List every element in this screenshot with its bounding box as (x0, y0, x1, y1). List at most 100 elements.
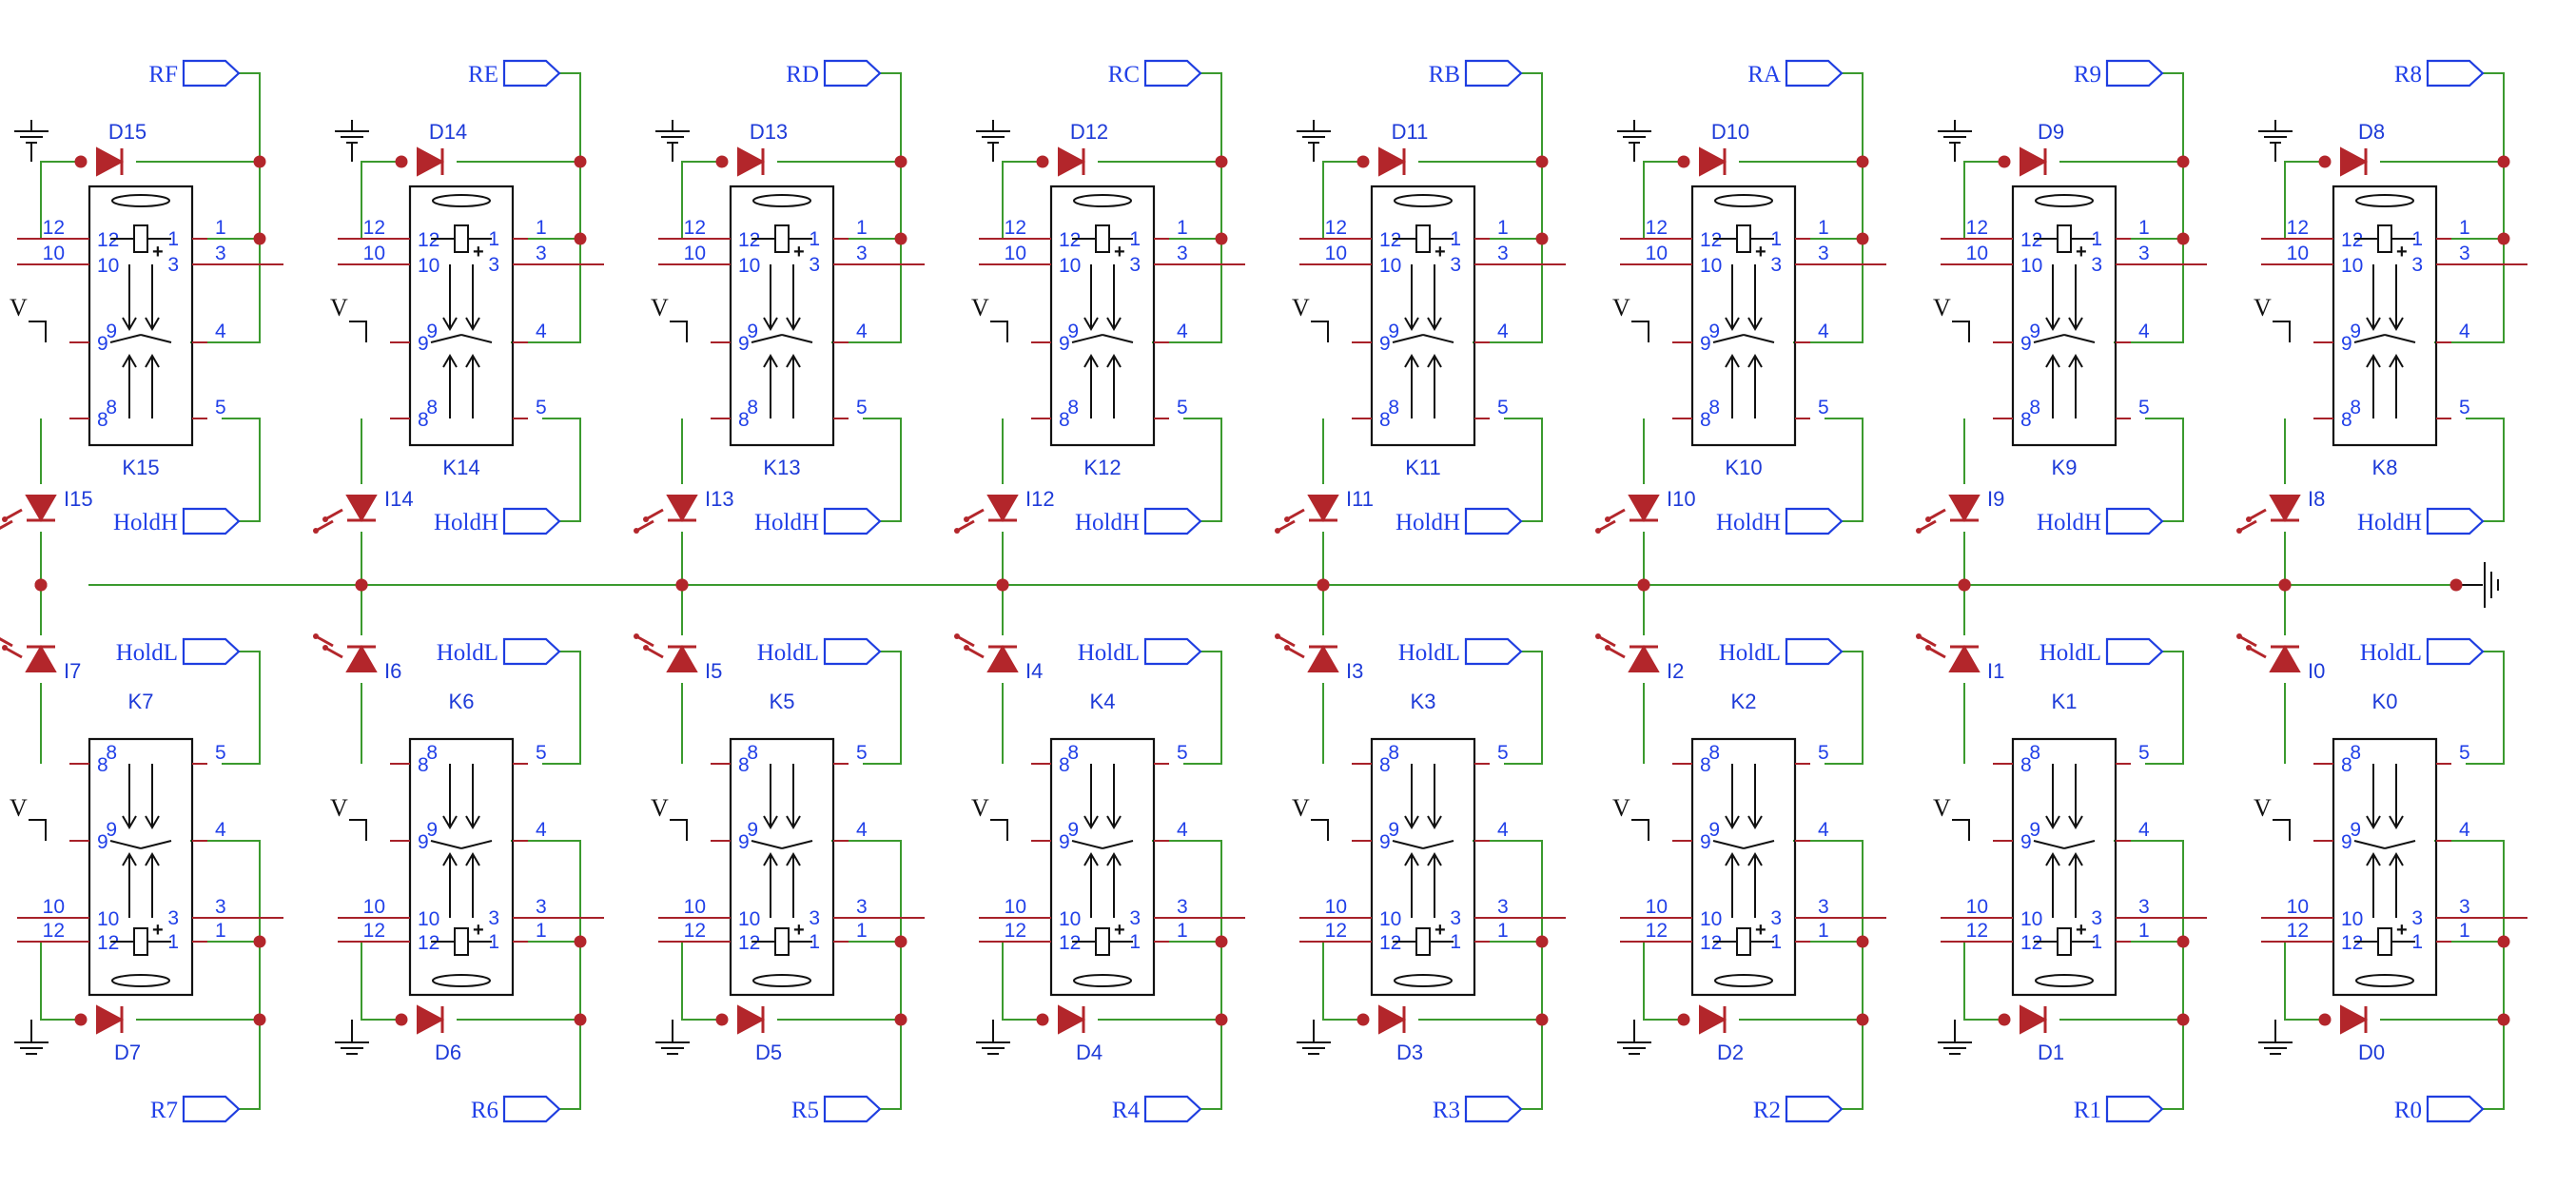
pin-number: 12 (1325, 217, 1347, 239)
pin-number-inner: 12 (2341, 932, 2363, 954)
supply-label: V (1612, 294, 1630, 321)
junction-dot (1856, 1013, 1869, 1026)
diode-label: D12 (1070, 120, 1108, 144)
arrow-head (465, 815, 480, 829)
pin-number-inner: 3 (1450, 907, 1461, 929)
led-ray-tip (313, 528, 319, 534)
arrow-head (2366, 852, 2381, 866)
net-label-text: R6 (471, 1098, 498, 1123)
junction-dot (2318, 155, 2332, 168)
net-flag-shape (502, 507, 561, 535)
relay-coil-box (133, 224, 148, 253)
junction-dot (715, 1013, 729, 1026)
net-label-text: HoldH (113, 510, 178, 535)
relay-coil-box (2057, 224, 2072, 253)
net-label-text: RD (786, 62, 819, 88)
junction-dot (894, 935, 907, 948)
net-label-flag: R0 (2394, 1095, 2485, 1123)
junction-dot (74, 1013, 88, 1026)
pin-number-inner: 10 (2341, 908, 2363, 930)
pin-number: 5 (1177, 397, 1188, 418)
led-ray-tip (322, 645, 328, 651)
led-ray-tip (643, 645, 649, 651)
wire-net (880, 942, 902, 1110)
arrow-head (2068, 852, 2083, 866)
wire-hold (863, 651, 902, 765)
led-ray (324, 646, 343, 659)
ground-icon (335, 1031, 369, 1055)
pin-number: 5 (536, 397, 547, 418)
arrow-head (1083, 815, 1099, 829)
pin-number: 4 (215, 819, 226, 841)
arrow-head (763, 815, 778, 829)
pin-number-inner: 10 (2020, 908, 2042, 930)
pin-number: 12 (1646, 217, 1668, 239)
led-triangle (1307, 644, 1339, 672)
relay-coil-box (1415, 224, 1431, 253)
led-ray-tip (643, 516, 649, 522)
pin-number: 12 (684, 217, 706, 239)
net-flag-shape (182, 637, 241, 666)
arrow-head (1725, 354, 1740, 368)
supply-label: V (971, 294, 989, 321)
pin-number: 5 (1818, 397, 1829, 418)
arrow-head (2068, 815, 2083, 829)
wire-pin4 (831, 239, 902, 343)
pin-number-inner: 3 (488, 907, 499, 929)
pin-number-inner: 3 (1129, 907, 1141, 929)
net-label-text: R4 (1112, 1098, 1141, 1123)
led-ray (4, 508, 23, 521)
diode-label: D8 (2358, 120, 2385, 144)
net-flag-shape (1464, 507, 1523, 535)
diode-label: D7 (114, 1041, 141, 1064)
relay-label: K12 (1083, 456, 1121, 479)
led-ray-tip (1595, 633, 1601, 639)
supply-symbol (990, 321, 1008, 342)
relay-label: K3 (1411, 690, 1436, 713)
led-ray (635, 519, 654, 533)
relay-label: K9 (2052, 456, 2078, 479)
pin-number-inner: 12 (1059, 229, 1081, 251)
pin-number: 5 (2138, 742, 2150, 764)
pin-number: 4 (1818, 321, 1829, 342)
wire-left-upper (1643, 942, 1687, 1021)
relay-body (408, 185, 515, 447)
wire-pin4 (1793, 840, 1864, 942)
coil-plus: + (2396, 920, 2408, 941)
led-label: I12 (1025, 487, 1055, 511)
net-label-flag: HoldH (1395, 507, 1523, 535)
relay-coil-oval (111, 974, 170, 987)
coil-plus: + (793, 920, 805, 941)
pin-number: 5 (1497, 742, 1509, 764)
pin-number: 10 (43, 243, 65, 264)
pin-number-inner: 1 (809, 228, 820, 250)
led-icon: I0 (2236, 633, 2325, 683)
net-label-text: HoldL (1719, 640, 1781, 666)
net-label-flag: R8 (2394, 59, 2485, 88)
led-icon: I7 (0, 637, 81, 683)
led-ray (0, 637, 13, 648)
junction-dot (2497, 155, 2510, 168)
supply-symbol (670, 321, 688, 342)
pin-number-inner: 1 (1450, 228, 1461, 250)
coil-plus: + (2076, 242, 2087, 263)
pin-number-inner: 3 (167, 254, 179, 276)
pin-number-inner: 12 (738, 932, 760, 954)
net-label-text: HoldH (2357, 510, 2422, 535)
arrow-head (145, 354, 160, 368)
arrow-head (442, 354, 458, 368)
junction-dot (34, 578, 48, 592)
arrow-head (1404, 852, 1419, 866)
arrow-head (1747, 815, 1763, 829)
led-ray (956, 634, 975, 648)
pin-number-inner: 9 (1379, 333, 1391, 355)
net-flag-shape (502, 59, 561, 88)
pin-number-inner: 1 (2091, 228, 2102, 250)
supply-label: V (1933, 294, 1951, 321)
junction-dot (1215, 155, 1228, 168)
diode-label: D10 (1711, 120, 1749, 144)
diode-triangle (2020, 146, 2048, 177)
net-flag-shape (182, 507, 241, 535)
